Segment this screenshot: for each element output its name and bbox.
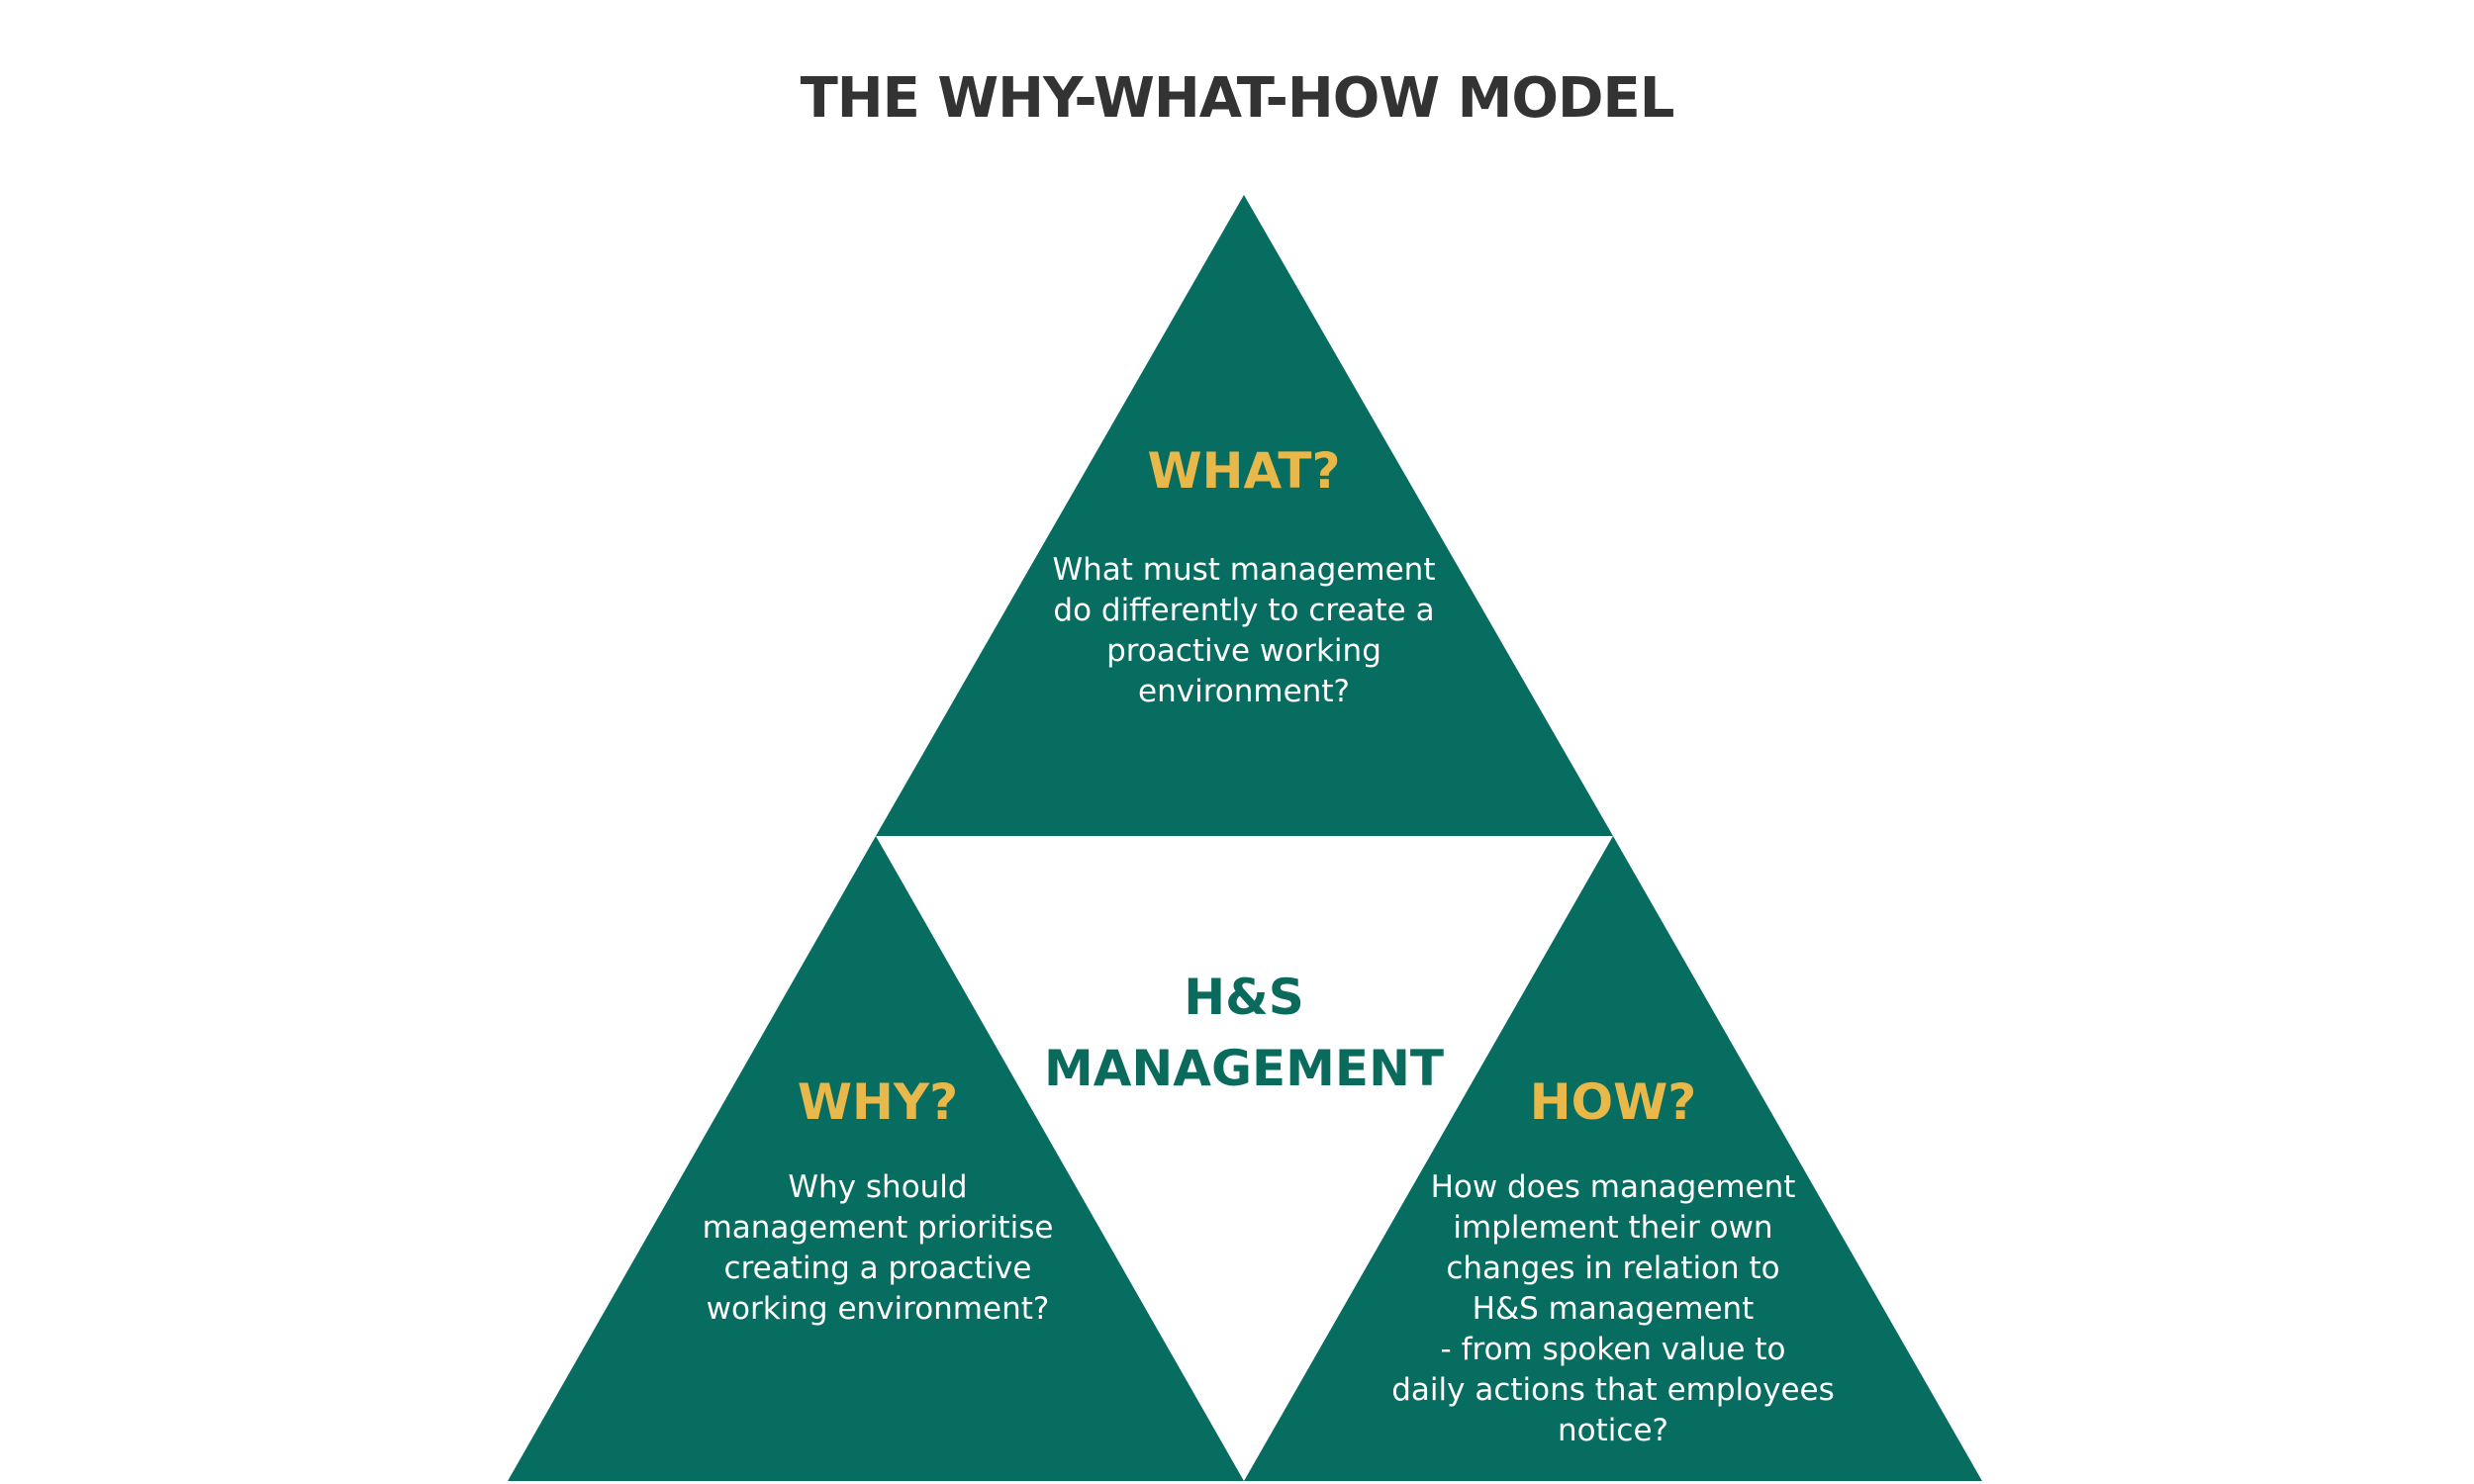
what-heading: WHAT? bbox=[1147, 442, 1341, 500]
how-description: How does management implement their own … bbox=[1391, 1169, 1835, 1448]
what-triangle bbox=[876, 195, 1613, 836]
how-triangle bbox=[1244, 836, 1982, 1481]
why-heading: WHY? bbox=[797, 1073, 959, 1131]
center-label: H&S MANAGEMENT bbox=[1043, 969, 1445, 1097]
what-description: What must management do differently to c… bbox=[1052, 552, 1436, 709]
how-heading: HOW? bbox=[1529, 1073, 1697, 1131]
diagram-title: THE WHY-WHAT-HOW MODEL bbox=[800, 66, 1675, 131]
why-description: Why should management prioritise creatin… bbox=[702, 1169, 1054, 1327]
why-triangle bbox=[508, 836, 1244, 1481]
